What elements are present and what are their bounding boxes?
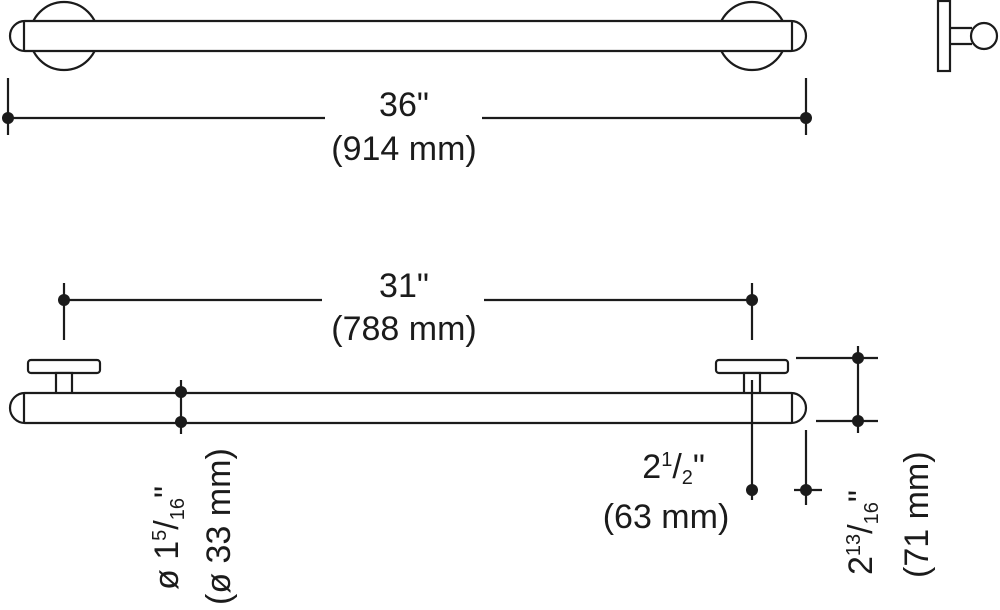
projection-metric: (63 mm) <box>603 498 730 536</box>
left-flange-plan <box>26 358 102 375</box>
mount-spacing-imperial: 31" <box>379 267 429 305</box>
projection-dimension: 21/2" (63 mm) <box>603 380 758 536</box>
wall-clearance-metric: (71 mm) <box>898 451 936 578</box>
overall-length-metric: (914 mm) <box>331 130 476 168</box>
plan-view <box>8 358 808 425</box>
mount-spacing-metric: (788 mm) <box>331 310 476 348</box>
front-view <box>8 0 808 72</box>
overall-length-imperial: 36" <box>379 86 429 124</box>
projection-imperial: 21/2" <box>642 448 705 489</box>
overall-length-dimension: 36" (914 mm) <box>2 78 812 168</box>
bar-diameter-imperial: ø 15/16" <box>148 486 189 590</box>
wall-clearance-dimension: 213/16" (71 mm) <box>794 346 936 578</box>
bar-diameter-dimension: ø 15/16" (ø 33 mm) <box>148 380 238 605</box>
right-flange-plan <box>714 358 790 375</box>
side-view <box>936 0 999 73</box>
bar-diameter-metric: (ø 33 mm) <box>200 448 238 605</box>
wall-clearance-imperial: 213/16" <box>842 490 883 575</box>
grab-bar-plan <box>8 391 808 425</box>
grab-bar-front <box>8 19 808 53</box>
mount-spacing-dimension: 31" (788 mm) <box>58 267 758 348</box>
